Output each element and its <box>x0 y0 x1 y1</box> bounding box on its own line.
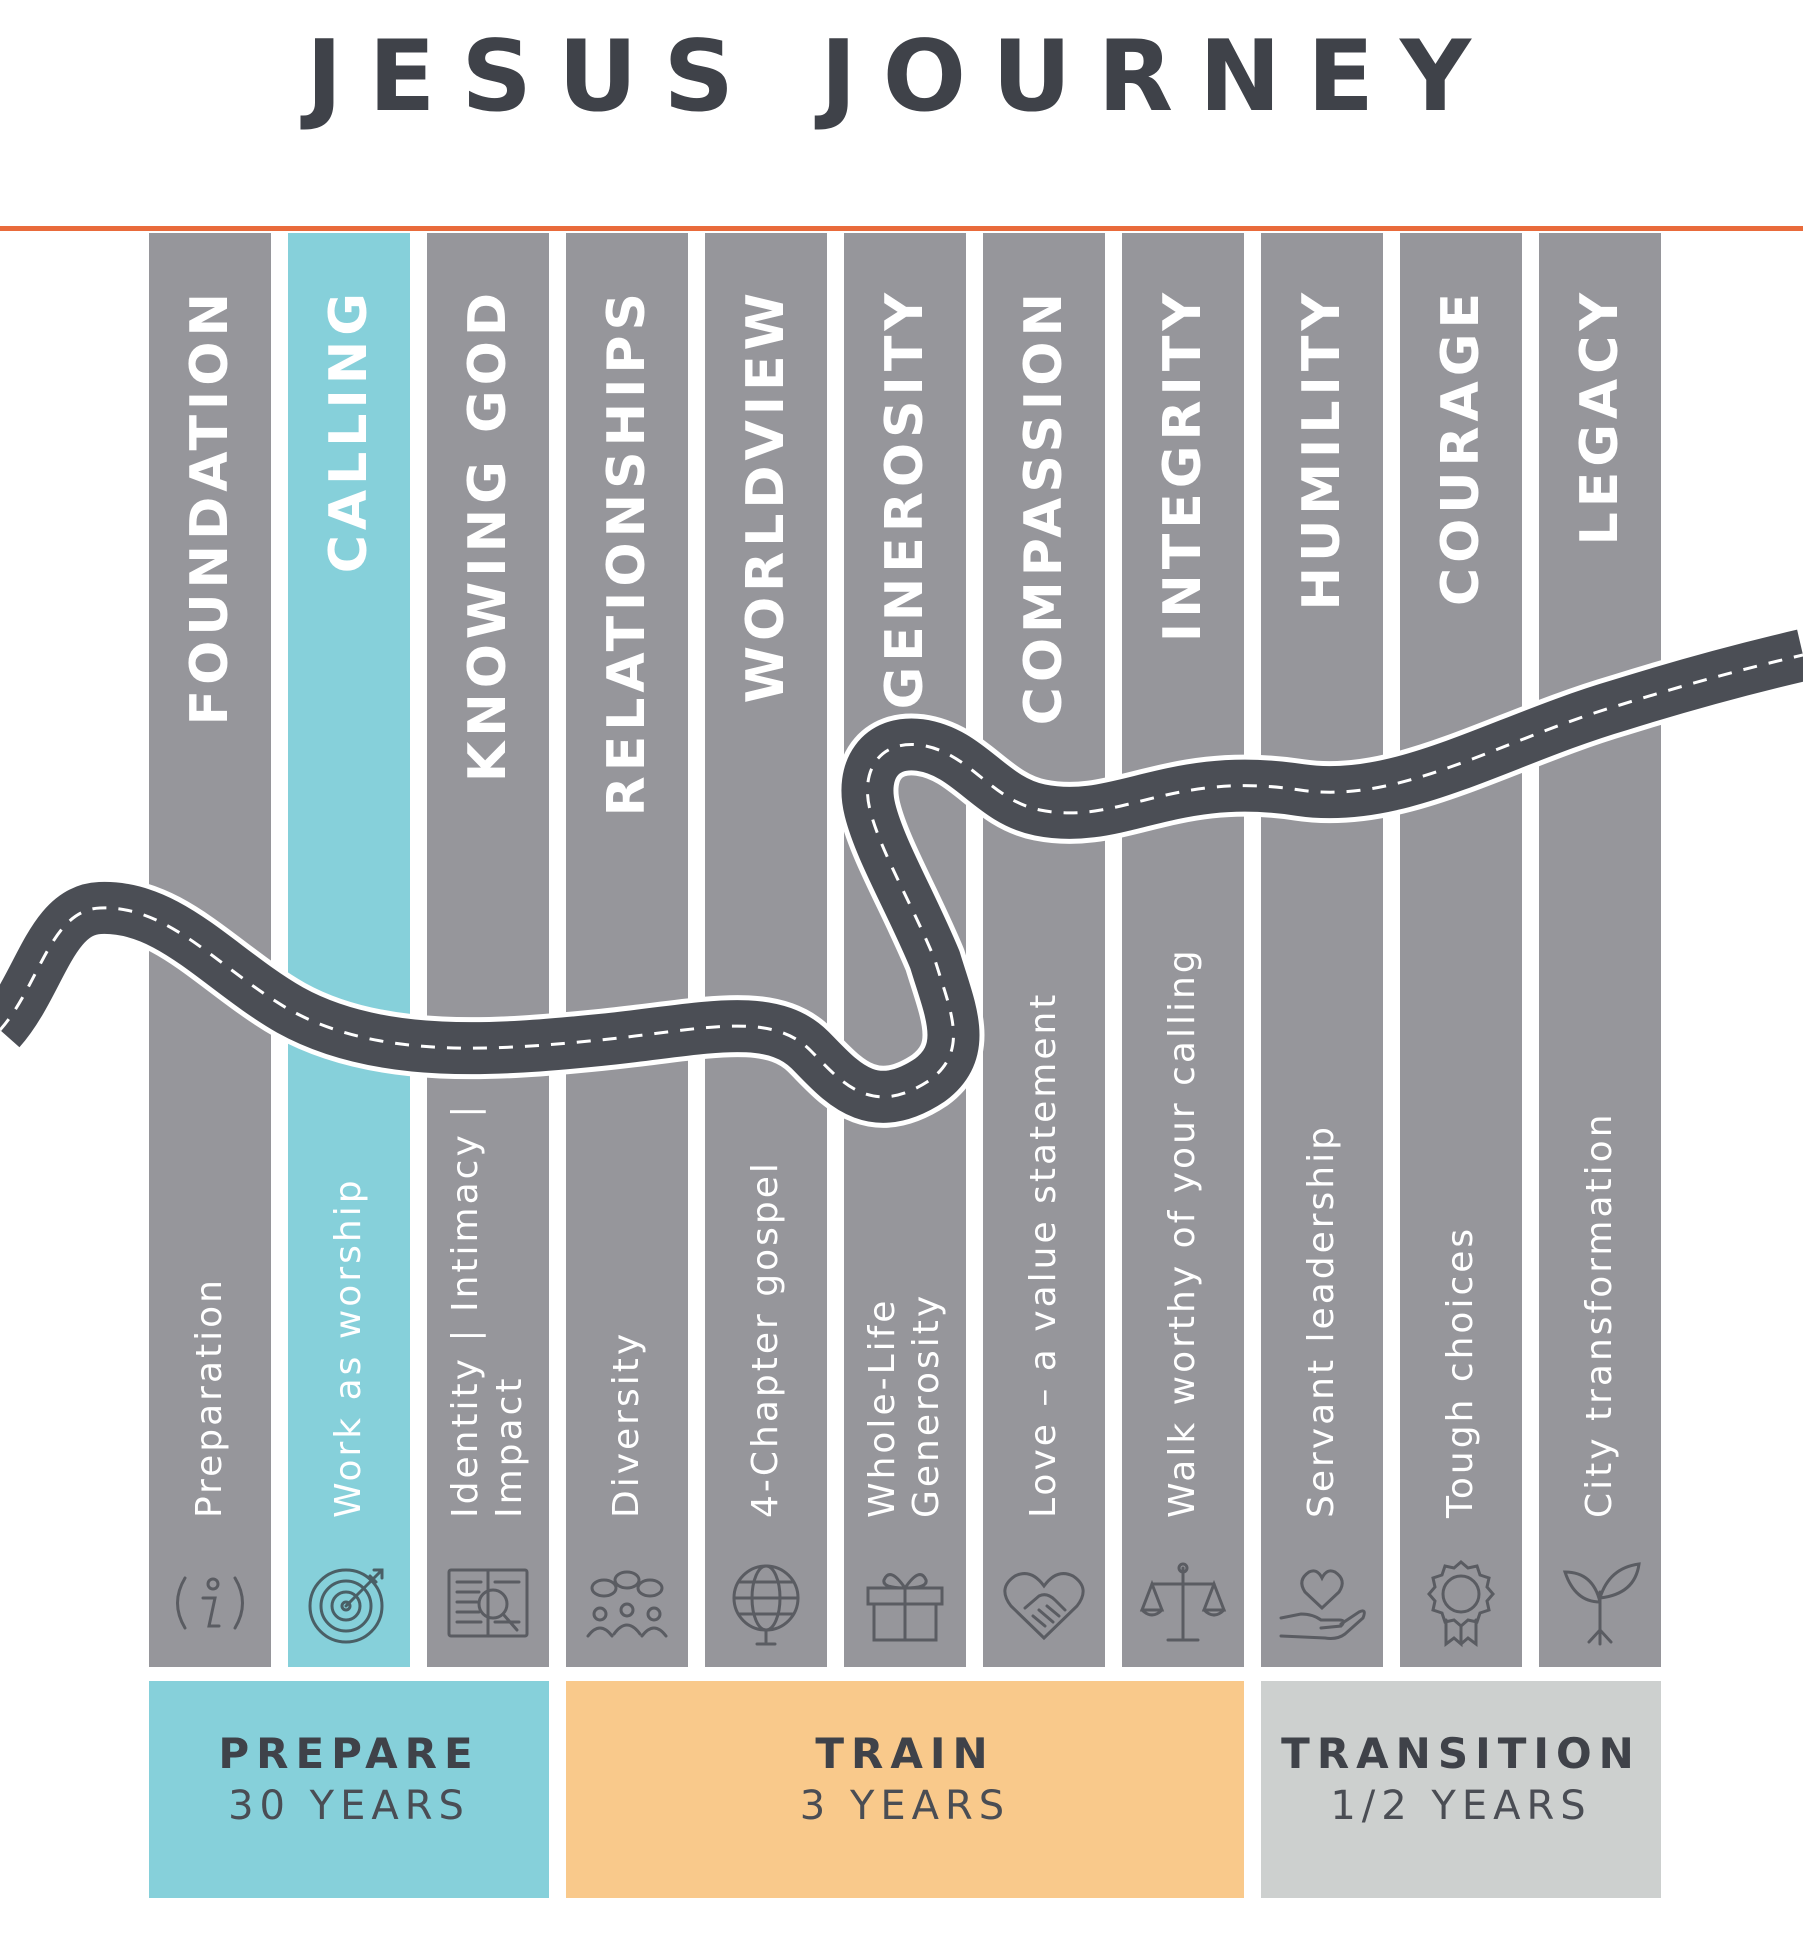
info-icon <box>176 1576 244 1630</box>
scales-icon <box>1139 1562 1227 1642</box>
phase-duration: 1/2 YEARS <box>1330 1783 1592 1829</box>
phase-duration: 30 YEARS <box>228 1783 470 1829</box>
column-compassion: COMPASSION Love – a value statement <box>983 233 1105 1667</box>
target-icon <box>308 1568 384 1644</box>
column-worldview: WORLDVIEW 4-Chapter gospel <box>705 233 827 1667</box>
column-knowing-god: KNOWING GOD Identity | Intimacy | Impact <box>427 233 549 1667</box>
page-title: JESUS JOURNEY <box>305 20 1497 134</box>
medal-icon <box>1427 1560 1495 1648</box>
phase-duration: 3 YEARS <box>799 1783 1011 1829</box>
globe-icon <box>732 1564 800 1646</box>
gift-icon <box>866 1573 944 1642</box>
people-chat-icon <box>586 1570 668 1638</box>
column-humility: HUMILITY Servant leadership <box>1261 233 1383 1667</box>
phase-prepare: PREPARE 30 YEARS <box>149 1681 549 1898</box>
phase-name: TRANSITION <box>1281 1729 1641 1778</box>
hand-heart-icon <box>1279 1569 1366 1640</box>
column-courage: COURAGE Tough choices <box>1400 233 1522 1667</box>
sprout-icon <box>1562 1562 1641 1646</box>
book-magnifier-icon <box>447 1568 529 1638</box>
column-relationships: RELATIONSHIPS Diversity <box>566 233 688 1667</box>
column-legacy: LEGACY City transformation <box>1539 233 1661 1667</box>
phase-transition: TRANSITION 1/2 YEARS <box>1261 1681 1661 1898</box>
phase-train: TRAIN 3 YEARS <box>566 1681 1244 1898</box>
column-calling: CALLING Work as worship <box>288 233 410 1667</box>
phase-name: TRAIN <box>815 1729 995 1778</box>
accent-divider-line <box>0 226 1803 231</box>
handshake-heart-icon <box>1003 1572 1085 1641</box>
column-integrity: INTEGRITY Walk worthy of your calling <box>1122 233 1244 1667</box>
road-center-line <box>0 653 1803 1099</box>
phase-name: PREPARE <box>218 1729 480 1778</box>
